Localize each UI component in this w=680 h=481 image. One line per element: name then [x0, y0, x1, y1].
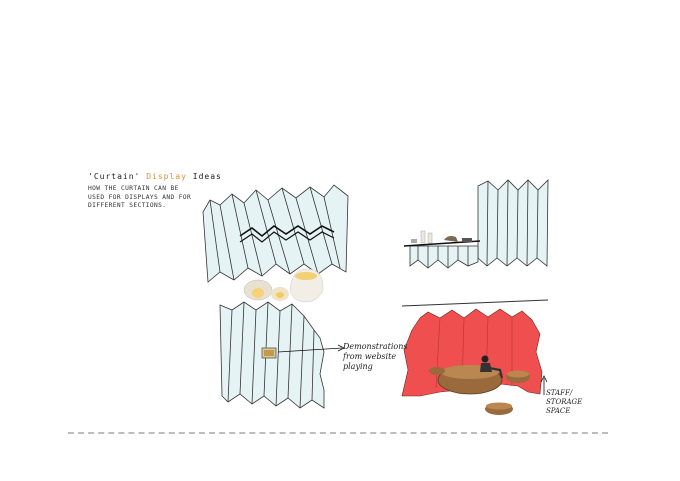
annotation-demo: Demonstrations from website playing	[343, 342, 408, 371]
title-word-display: Display	[146, 172, 187, 181]
seating-pods	[429, 355, 530, 415]
page-title: 'Curtain' Display Ideas	[88, 172, 222, 181]
annotation-staff: Staff/ storage space	[546, 389, 583, 415]
shelf-objects	[411, 230, 472, 244]
title-word-ideas: Ideas	[192, 172, 222, 181]
screen-device	[261, 347, 277, 359]
title-quote-open: '	[88, 172, 94, 181]
title-word-curtain: Curtain	[93, 172, 135, 181]
curtain-top-left	[202, 184, 349, 283]
curtain-top-right	[403, 179, 549, 269]
title-quote-close: '	[134, 172, 141, 181]
arrow-demo	[277, 347, 343, 353]
description: How the curtain can be used for displays…	[88, 185, 192, 209]
dashed-divider	[68, 432, 608, 434]
lamp-objects	[243, 268, 324, 303]
